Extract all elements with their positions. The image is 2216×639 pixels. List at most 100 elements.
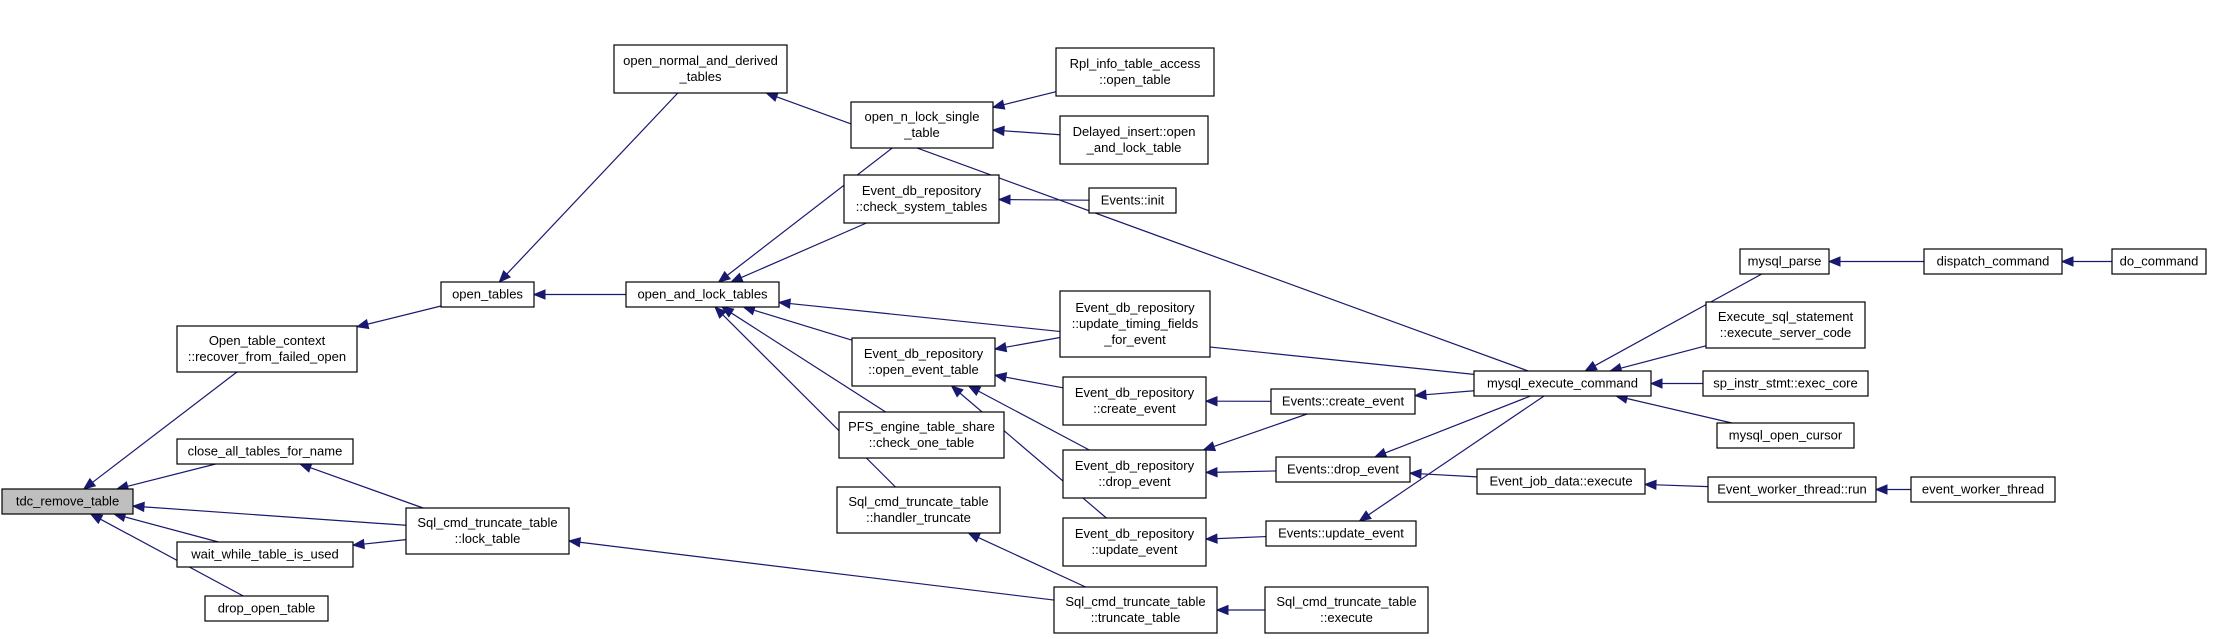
edge-sp_instr_stmt-to-mysql_execute_command — [1649, 378, 1703, 389]
node-label: Rpl_info_table_access — [1070, 56, 1201, 71]
node-box — [1476, 468, 1646, 495]
edge-Event_db_repository_create_event-to-Event_db_repository_open_event_table — [993, 372, 1064, 389]
arrowhead — [1358, 510, 1372, 522]
node-label: do_command — [2120, 254, 2199, 269]
node-open_normal_and_derived_tables[interactable]: open_normal_and_derived_tables — [613, 44, 788, 94]
edge-close_all_tables_for_name-to-tdc_remove_table — [115, 463, 216, 492]
node-label: ::execute — [1320, 610, 1373, 625]
node-Event_db_repository_update_event[interactable]: Event_db_repository::update_event — [1062, 517, 1207, 567]
edge-mysql_open_cursor-to-mysql_execute_command — [1614, 393, 1733, 424]
edge-Event_db_repository_update_timing-to-Event_db_repository_open_event_table — [993, 336, 1061, 353]
node-Sql_cmd_truncate_table_lock[interactable]: Sql_cmd_truncate_table::lock_table — [405, 507, 570, 555]
node-label: ::lock_table — [455, 531, 521, 546]
node-box — [1702, 370, 1869, 397]
node-label: Event_db_repository — [862, 183, 982, 198]
arrowhead — [967, 385, 982, 397]
node-label: Sql_cmd_truncate_table — [417, 515, 557, 530]
edge-line — [1003, 130, 1061, 136]
node-box — [1716, 422, 1855, 449]
node-Sql_cmd_truncate_table_truncate[interactable]: Sql_cmd_truncate_table::truncate_table — [1053, 586, 1218, 634]
edge-Sql_cmd_truncate_table_lock-to-close_all_tables_for_name — [298, 462, 424, 509]
node-box — [1705, 301, 1866, 349]
node-Event_db_repository_open_event_table[interactable]: Event_db_repository::open_event_table — [851, 337, 996, 387]
edge-mysql_execute_command-to-Events_update_event — [1358, 395, 1545, 522]
node-mysql_execute_command[interactable]: mysql_execute_command — [1473, 370, 1652, 397]
node-open_tables[interactable]: open_tables — [440, 281, 535, 308]
node-Events_init[interactable]: Events::init — [1088, 187, 1177, 214]
node-PFS_engine_table_share[interactable]: PFS_engine_table_share::check_one_table — [838, 411, 1005, 459]
node-box — [1059, 290, 1211, 358]
node-drop_open_table[interactable]: drop_open_table — [204, 595, 329, 622]
edge-dispatch_command-to-mysql_parse — [1827, 256, 1924, 267]
node-Events_create_event[interactable]: Events::create_event — [1270, 388, 1416, 415]
edge-line — [1620, 345, 1707, 369]
node-Event_worker_thread_run[interactable]: Event_worker_thread::run — [1707, 476, 1877, 503]
node-label: dispatch_command — [1937, 254, 2050, 269]
node-Rpl_info_table_access[interactable]: Rpl_info_table_access::open_table — [1055, 47, 1215, 97]
node-label: _for_event — [1103, 332, 1166, 347]
node-event_worker_thread[interactable]: event_worker_thread — [1910, 476, 2056, 503]
edge-Event_db_repository_open_event_table-to-open_and_lock_tables — [742, 305, 853, 341]
edge-open_normal_and_derived_tables-to-open_tables — [498, 92, 679, 283]
edge-line — [310, 467, 424, 509]
node-tdc_remove_table[interactable]: tdc_remove_table — [1, 488, 134, 515]
edge-open_and_lock_tables-to-open_tables — [532, 289, 626, 300]
arrowhead — [1204, 395, 1218, 407]
edge-Delayed_insert-to-open_n_lock_single_table — [991, 125, 1061, 137]
node-label: open_tables — [452, 287, 523, 302]
edge-drop_open_table-to-tdc_remove_table — [89, 513, 244, 597]
node-label: Event_db_repository — [1075, 300, 1195, 315]
node-Sql_cmd_truncate_table_handler[interactable]: Sql_cmd_truncate_table::handler_truncate — [836, 486, 1001, 534]
node-Event_job_data_execute[interactable]: Event_job_data::execute — [1476, 468, 1646, 495]
node-label: Delayed_insert::open — [1073, 124, 1196, 139]
node-mysql_parse[interactable]: mysql_parse — [1739, 248, 1830, 275]
node-Delayed_insert[interactable]: Delayed_insert::open_and_lock_table — [1059, 115, 1209, 165]
edge-line — [1005, 336, 1061, 348]
edge-line — [1368, 395, 1545, 516]
arrowhead — [567, 537, 582, 548]
node-box — [405, 507, 570, 555]
edge-event_worker_thread-to-Event_worker_thread_run — [1874, 484, 1911, 495]
node-close_all_tables_for_name[interactable]: close_all_tables_for_name — [176, 438, 354, 465]
node-label: Execute_sql_statement — [1718, 309, 1854, 324]
node-label: Events::update_event — [1278, 526, 1404, 541]
node-box — [1910, 476, 2056, 503]
node-label: _and_lock_table — [1086, 140, 1182, 155]
node-Event_db_repository_create_event[interactable]: Event_db_repository::create_event — [1062, 376, 1207, 426]
node-box — [851, 337, 996, 387]
node-Sql_cmd_truncate_table_execute[interactable]: Sql_cmd_truncate_table::execute — [1264, 586, 1429, 634]
edge-line — [741, 222, 867, 279]
node-label: tdc_remove_table — [16, 494, 119, 509]
node-Events_drop_event[interactable]: Events::drop_event — [1275, 456, 1411, 483]
edge-Event_job_data_execute-to-Events_drop_event — [1408, 468, 1478, 480]
edge-line — [127, 463, 216, 487]
node-box — [1055, 47, 1215, 97]
node-Event_db_repository_update_timing[interactable]: Event_db_repository::update_timing_field… — [1059, 290, 1211, 358]
arrowhead — [997, 194, 1011, 205]
edge-line — [730, 312, 886, 413]
node-Open_table_context[interactable]: Open_table_context::recover_from_failed_… — [176, 325, 358, 373]
node-dispatch_command[interactable]: dispatch_command — [1923, 248, 2063, 275]
node-mysql_open_cursor[interactable]: mysql_open_cursor — [1716, 422, 1855, 449]
node-label: event_worker_thread — [1922, 482, 2044, 497]
edge-line — [1009, 199, 1090, 201]
edge-Sql_cmd_truncate_table_execute-to-Sql_cmd_truncate_table_truncate — [1215, 604, 1265, 616]
node-Execute_sql_statement[interactable]: Execute_sql_statement::execute_server_co… — [1705, 301, 1866, 349]
edge-do_command-to-dispatch_command — [2060, 256, 2112, 267]
node-wait_while_table_is_used[interactable]: wait_while_table_is_used — [176, 541, 354, 568]
edge-line — [579, 541, 1055, 601]
node-open_and_lock_tables[interactable]: open_and_lock_tables — [625, 281, 780, 308]
node-Event_db_repository_drop_event[interactable]: Event_db_repository::drop_event — [1062, 449, 1207, 499]
node-Events_update_event[interactable]: Events::update_event — [1265, 520, 1417, 547]
arrowhead — [714, 306, 727, 319]
node-label: mysql_parse — [1748, 254, 1822, 269]
node-open_n_lock_single_table[interactable]: open_n_lock_single_table — [850, 101, 994, 149]
arrowhead — [991, 99, 1006, 110]
node-do_command[interactable]: do_command — [2111, 248, 2207, 275]
node-sp_instr_stmt[interactable]: sp_instr_stmt::exec_core — [1702, 370, 1869, 397]
node-label: Sql_cmd_truncate_table — [1065, 594, 1205, 609]
node-label: Events::create_event — [1282, 394, 1405, 409]
node-label: _table — [903, 125, 939, 140]
node-box — [440, 281, 535, 308]
node-Event_db_repository_check_system_tables[interactable]: Event_db_repository::check_system_tables — [843, 174, 1000, 224]
